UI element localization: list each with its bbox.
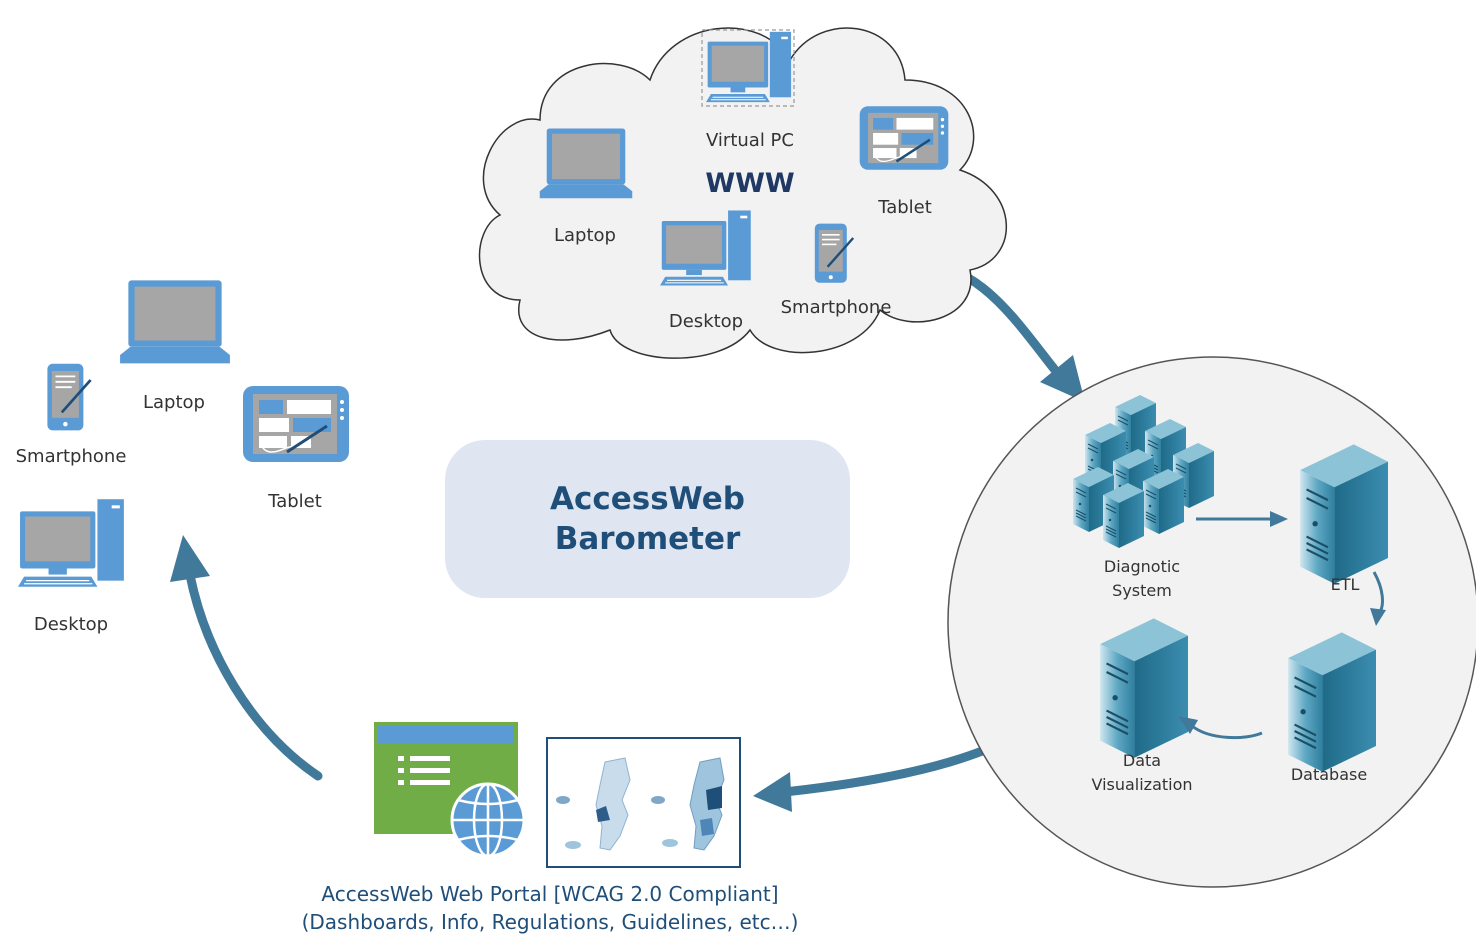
etl-label: ETL: [1330, 575, 1360, 594]
cloud-desktop-label: Desktop: [668, 311, 744, 332]
cloud-smartphone-label: Smartphone: [780, 297, 892, 318]
arrow-heads: [170, 355, 1085, 812]
center-title-line1: AccessWeb: [550, 481, 745, 517]
portal-maps-panel: [546, 737, 741, 868]
database-label: Database: [1290, 765, 1368, 784]
web-portal-icon: [374, 722, 526, 858]
arrow-db-to-viz: [1191, 724, 1263, 740]
portal-caption: AccessWeb Web Portal [WCAG 2.0 Compliant…: [250, 880, 850, 936]
arrow-head-db-viz: [1178, 716, 1198, 734]
arrow-head-etl-db: [1370, 608, 1386, 626]
user-tablet-icon: [241, 384, 351, 464]
map-left: [595, 757, 631, 851]
etl-server-icon: [1299, 443, 1390, 585]
arrow-head-users: [170, 535, 210, 582]
center-title-box: AccessWeb Barometer: [445, 440, 850, 598]
dataviz-label-line2: Visualization: [1091, 775, 1193, 794]
cloud-www-label: WWW: [705, 168, 795, 199]
dataviz-server-icon: [1099, 617, 1190, 759]
virtual-pc-icon: [701, 29, 795, 107]
arrow-head-portal: [753, 772, 792, 812]
user-laptop-icon: [120, 280, 230, 364]
user-laptop-label: Laptop: [143, 392, 205, 413]
cloud-tablet-icon: [858, 104, 950, 172]
cloud-tablet-label: Tablet: [878, 197, 932, 218]
center-title-line2: Barometer: [554, 521, 741, 557]
cloud-virtual-pc-label: Virtual PC: [706, 130, 794, 151]
diagnostic-label-line2: System: [1112, 581, 1172, 600]
user-desktop-label: Desktop: [33, 614, 109, 635]
dataviz-label-line1: Data: [1122, 751, 1162, 770]
portal-caption-line1: AccessWeb Web Portal [WCAG 2.0 Compliant…: [321, 882, 779, 906]
arrow-head-diag-etl: [1270, 511, 1288, 527]
user-desktop-icon: [18, 498, 125, 588]
arrow-head-cloud: [1040, 355, 1085, 402]
cloud-laptop-icon: [539, 128, 633, 199]
pipeline-circle: [947, 356, 1476, 888]
user-smartphone-label: Smartphone: [15, 446, 127, 467]
arrow-portal-to-users: [185, 570, 323, 781]
diagnostic-label-line1: Diagnotic: [1103, 557, 1181, 576]
map-right: [689, 757, 725, 851]
user-tablet-label: Tablet: [268, 491, 322, 512]
portal-caption-line2: (Dashboards, Info, Regulations, Guidelin…: [301, 910, 799, 934]
database-server-icon: [1287, 631, 1378, 773]
cloud-laptop-label: Laptop: [554, 225, 616, 246]
user-smartphone-icon: [45, 362, 93, 433]
